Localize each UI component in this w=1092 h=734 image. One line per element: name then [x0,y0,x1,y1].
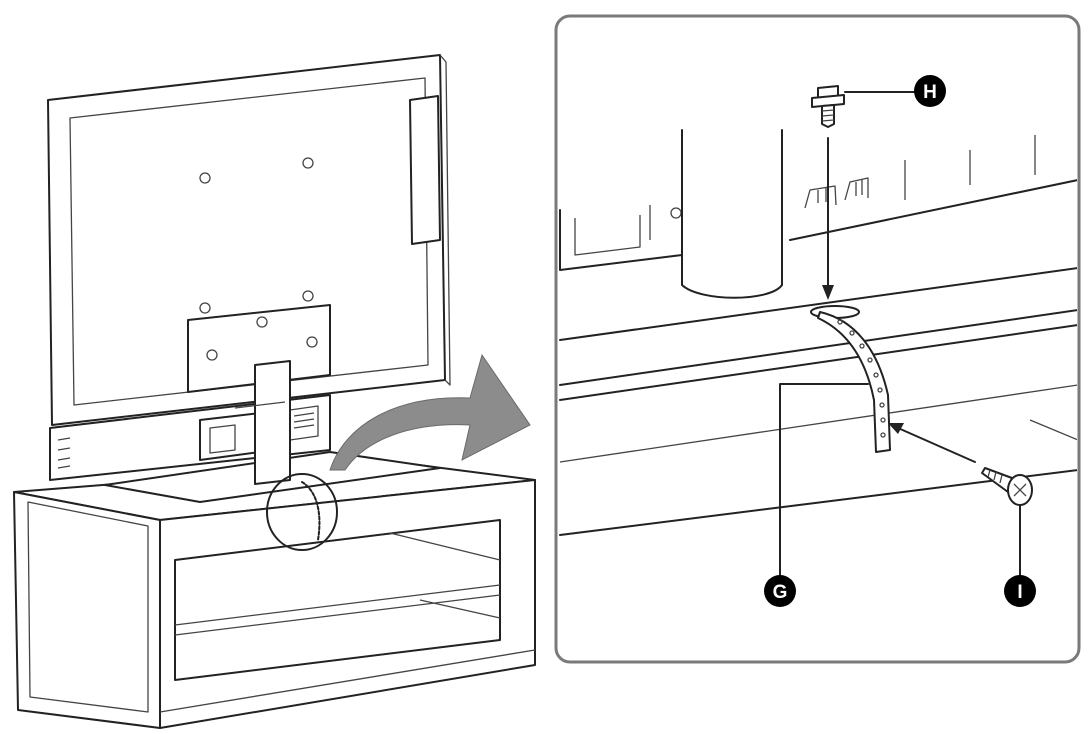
detail-panel: H G I [554,14,1081,664]
zoom-circle [266,473,338,551]
arrow-i [897,427,976,463]
zoom-arrow [329,353,531,471]
callout-i-label: I [1017,582,1022,603]
anchor-strap [817,311,891,453]
stand-neck-detail [681,129,783,299]
leader-g [779,383,869,577]
stand-base-detail [559,267,1077,341]
callout-g: G [764,575,796,607]
tv-bottom-edge [559,209,683,271]
stand-neck [187,304,331,485]
screw-i [981,467,1033,506]
screw-h [811,85,845,128]
tv-panel [47,54,451,426]
callout-h-label: H [923,82,937,103]
callout-i: I [1004,575,1036,607]
tv-stand-overview [13,54,536,729]
tv-cabinet [13,461,536,729]
anchor-strap-small [301,481,321,541]
callout-h: H [914,75,946,107]
callout-g-label: G [773,582,788,603]
